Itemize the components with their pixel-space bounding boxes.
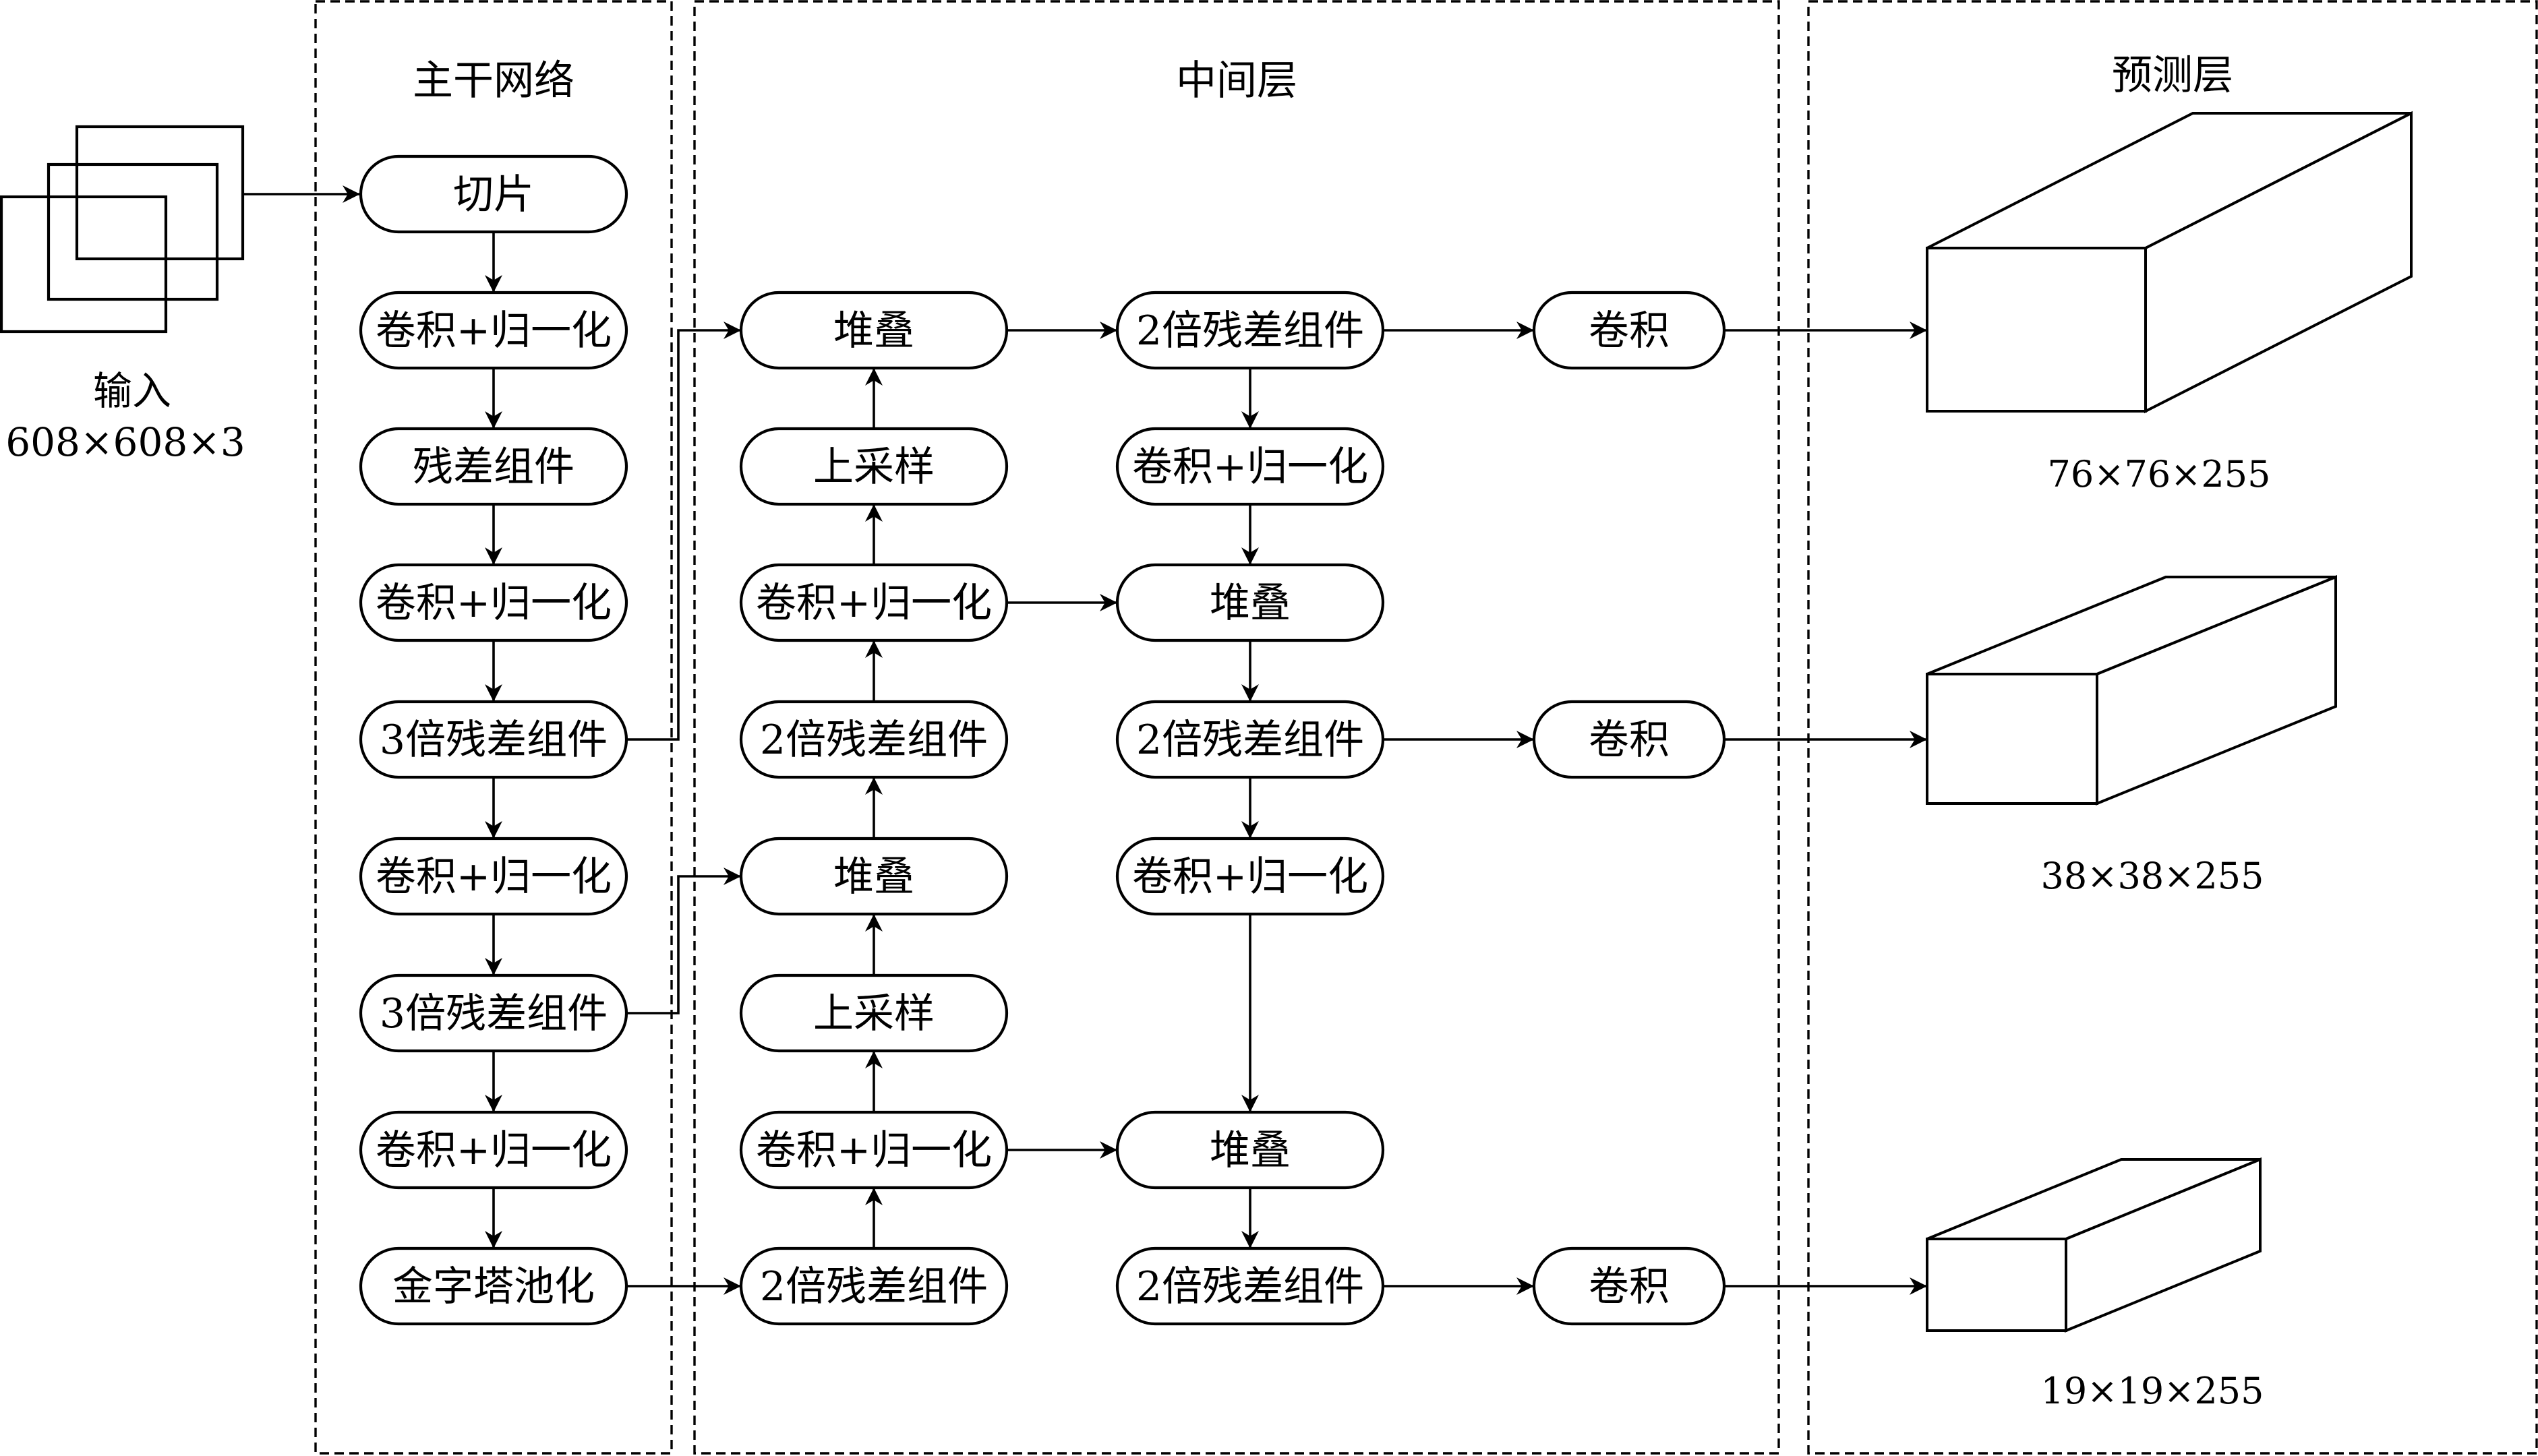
backbone-conv-bn-node-7: 卷积+归一化 bbox=[359, 1110, 628, 1190]
output-size-label-1: 38×38×255 bbox=[2041, 855, 2264, 897]
neck-left-upsample-node-5-label: 上采样 bbox=[813, 990, 935, 1037]
head-conv-node-2-label: 卷积 bbox=[1589, 1263, 1670, 1310]
backbone-spp-node-8: 金字塔池化 bbox=[359, 1246, 628, 1326]
neck-right-conv-bn-node-4: 卷积+归一化 bbox=[1115, 837, 1385, 916]
neck-left-residual-x2-node-7: 2倍残差组件 bbox=[739, 1246, 1009, 1326]
backbone-slice-node-0-label: 切片 bbox=[453, 171, 534, 218]
nodes: 切片卷积+归一化残差组件卷积+归一化3倍残差组件卷积+归一化3倍残差组件卷积+归… bbox=[359, 154, 1726, 1326]
output-tensor-cube-1 bbox=[1926, 575, 2337, 806]
neck-right-residual-x2-node-3-label: 2倍残差组件 bbox=[1136, 717, 1364, 764]
backbone-conv-bn-node-5: 卷积+归一化 bbox=[359, 837, 628, 916]
neck-right-residual-x2-node-0-label: 2倍残差组件 bbox=[1136, 307, 1364, 355]
output-tensor-cube-0 bbox=[1926, 111, 2413, 414]
backbone-conv-bn-node-1: 卷积+归一化 bbox=[359, 291, 628, 370]
neck-right-concat-node-2: 堆叠 bbox=[1115, 563, 1385, 642]
backbone-conv-bn-node-1-label: 卷积+归一化 bbox=[376, 307, 612, 355]
neck-panel: 中间层 bbox=[693, 0, 1780, 1455]
neck-right-conv-bn-node-1: 卷积+归一化 bbox=[1115, 427, 1385, 506]
neck-left-residual-x2-node-3-label: 2倍残差组件 bbox=[760, 717, 988, 764]
output-tensors: 76×76×255 38×38×255 19×19×255 bbox=[1926, 111, 2413, 1412]
backbone-conv-bn-node-3-label: 卷积+归一化 bbox=[376, 580, 612, 627]
input-label: 输入 bbox=[93, 368, 171, 414]
neck-left-concat-node-4: 堆叠 bbox=[739, 837, 1009, 916]
neck-left-conv-bn-node-6-label: 卷积+归一化 bbox=[756, 1127, 992, 1174]
input-size: 608×608×3 bbox=[5, 419, 245, 465]
backbone-conv-bn-node-5-label: 卷积+归一化 bbox=[376, 853, 612, 901]
head-conv-node-0-label: 卷积 bbox=[1589, 307, 1670, 355]
output-size-label-0: 76×76×255 bbox=[2048, 453, 2271, 495]
neck-right-conv-bn-node-1-label: 卷积+归一化 bbox=[1132, 444, 1368, 491]
head-conv-node-2: 卷积 bbox=[1532, 1246, 1726, 1326]
backbone-residual-x3-node-6-label: 3倍残差组件 bbox=[380, 990, 608, 1037]
neck-title: 中间层 bbox=[1176, 57, 1297, 104]
neck-right-residual-x2-node-6-label: 2倍残差组件 bbox=[1136, 1263, 1364, 1310]
neck-left-residual-x2-node-7-label: 2倍残差组件 bbox=[760, 1263, 988, 1310]
prediction-title: 预测层 bbox=[2112, 52, 2233, 99]
output-size-label-2: 19×19×255 bbox=[2041, 1370, 2264, 1412]
neck-right-residual-x2-node-0: 2倍残差组件 bbox=[1115, 291, 1385, 370]
skip-arrow-2 bbox=[626, 868, 741, 1014]
input-image-stack-icon bbox=[0, 125, 245, 334]
neck-right-concat-node-2-label: 堆叠 bbox=[1210, 580, 1291, 627]
neck-right-conv-bn-node-4-label: 卷积+归一化 bbox=[1132, 853, 1368, 901]
neck-left-upsample-node-5: 上采样 bbox=[739, 973, 1009, 1053]
neck-left-concat-node-0: 堆叠 bbox=[739, 291, 1009, 370]
backbone-conv-bn-node-7-label: 卷积+归一化 bbox=[376, 1127, 612, 1174]
backbone-residual-x3-node-6: 3倍残差组件 bbox=[359, 973, 628, 1053]
skip-arrow-1 bbox=[626, 322, 741, 741]
neck-right-residual-x2-node-3: 2倍残差组件 bbox=[1115, 700, 1385, 779]
neck-left-upsample-node-1: 上采样 bbox=[739, 427, 1009, 506]
neck-left-upsample-node-1-label: 上采样 bbox=[813, 444, 935, 491]
neck-right-concat-node-5: 堆叠 bbox=[1115, 1110, 1385, 1190]
head-conv-node-1: 卷积 bbox=[1532, 700, 1726, 779]
neck-left-concat-node-0-label: 堆叠 bbox=[833, 307, 914, 355]
backbone-residual-x3-node-4-label: 3倍残差组件 bbox=[380, 717, 608, 764]
head-conv-node-0: 卷积 bbox=[1532, 291, 1726, 370]
backbone-residual-node-2-label: 残差组件 bbox=[413, 444, 574, 491]
backbone-title: 主干网络 bbox=[413, 57, 574, 104]
output-tensor-cube-2 bbox=[1926, 1157, 2262, 1333]
backbone-spp-node-8-label: 金字塔池化 bbox=[392, 1263, 595, 1310]
neck-left-conv-bn-node-2-label: 卷积+归一化 bbox=[756, 580, 992, 627]
neck-left-concat-node-4-label: 堆叠 bbox=[833, 853, 914, 901]
neck-right-concat-node-5-label: 堆叠 bbox=[1210, 1127, 1291, 1174]
edges bbox=[243, 185, 1927, 1295]
neck-left-conv-bn-node-6: 卷积+归一化 bbox=[739, 1110, 1009, 1190]
backbone-residual-node-2: 残差组件 bbox=[359, 427, 628, 506]
backbone-panel: 主干网络 bbox=[314, 0, 673, 1455]
neck-right-residual-x2-node-6: 2倍残差组件 bbox=[1115, 1246, 1385, 1326]
backbone-slice-node-0: 切片 bbox=[359, 154, 628, 234]
head-conv-node-1-label: 卷积 bbox=[1589, 717, 1670, 764]
neck-left-residual-x2-node-3: 2倍残差组件 bbox=[739, 700, 1009, 779]
backbone-residual-x3-node-4: 3倍残差组件 bbox=[359, 700, 628, 779]
prediction-panel: 预测层 bbox=[1807, 0, 2538, 1455]
neck-left-conv-bn-node-2: 卷积+归一化 bbox=[739, 563, 1009, 642]
backbone-conv-bn-node-3: 卷积+归一化 bbox=[359, 563, 628, 642]
